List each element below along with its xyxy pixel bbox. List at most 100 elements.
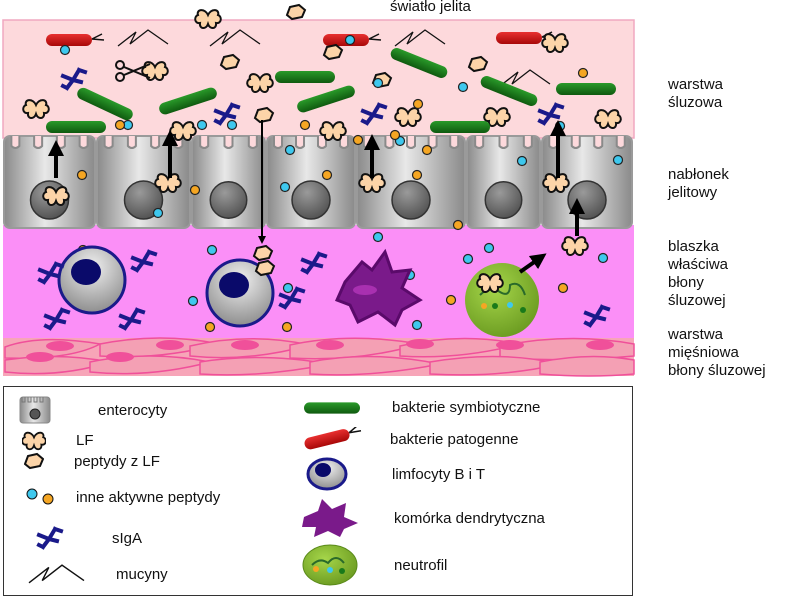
peptide-dot	[457, 81, 469, 93]
peptide-dot	[483, 242, 495, 254]
peptide-dot	[226, 119, 238, 131]
legend-item-lymphocytes: limfocyty B i T	[306, 457, 485, 491]
legend-label: bakterie symbiotyczne	[392, 399, 541, 416]
lf-peptide	[255, 260, 275, 276]
siga-icon	[37, 527, 63, 549]
legend: enterocyty LF peptydy z LF inne aktywne …	[3, 386, 633, 596]
peptide-dot	[284, 144, 296, 156]
symbiotic-bacteria-icon	[304, 401, 360, 414]
enterocyte	[266, 135, 356, 229]
peptide-dot	[344, 34, 356, 46]
peptide-dot	[411, 169, 423, 181]
peptide-dot	[152, 207, 164, 219]
symbiotic-bacterium	[556, 83, 616, 95]
peptide-dot	[76, 169, 88, 181]
peptide-dot	[187, 295, 199, 307]
enterocyte	[356, 135, 466, 229]
lymphocyte	[205, 258, 275, 328]
dendritic-cell-icon	[302, 499, 358, 537]
enterocyte	[96, 135, 191, 229]
enterocyte	[466, 135, 541, 229]
lactoferrin-icon	[22, 431, 46, 451]
mucin-icon	[28, 564, 85, 584]
legend-item-dendritic-cell: komórka dendrytyczna	[300, 497, 545, 539]
lf-peptide	[286, 4, 306, 20]
lf-peptide	[468, 56, 488, 72]
peptide-dot	[279, 181, 291, 193]
legend-item-symbiotic-bacteria: bakterie symbiotyczne	[304, 399, 540, 416]
legend-item-lf-peptides: peptydy z LF	[24, 451, 160, 471]
peptide-dot	[516, 155, 528, 167]
peptide-dot	[372, 77, 384, 89]
legend-item-mucins: mucyny	[22, 563, 168, 585]
muscle-layer	[3, 337, 635, 377]
neutrophil	[465, 263, 539, 337]
peptide-dot	[557, 282, 569, 294]
legend-label: enterocyty	[98, 401, 168, 419]
lymphocyte-icon	[306, 457, 348, 491]
peptide-dot	[389, 129, 401, 141]
peptide-dot	[189, 184, 201, 196]
enterocyte-icon	[19, 396, 51, 424]
peptide-dot	[597, 252, 609, 264]
transport-arrows	[48, 120, 585, 274]
peptide-dot	[352, 134, 364, 146]
legend-label: komórka dendrytyczna	[394, 509, 545, 527]
dendritic-cell	[334, 248, 423, 328]
peptide-dot	[577, 67, 589, 79]
legend-label: limfocyty B i T	[392, 465, 486, 483]
peptide-dot	[206, 244, 218, 256]
label-mucus-layer: warstwa śluzowa	[668, 76, 724, 111]
lumen-title: światło jelita	[390, 0, 471, 15]
peptide-dot	[612, 154, 624, 166]
symbiotic-bacterium	[275, 71, 335, 83]
symbiotic-bacterium	[46, 121, 106, 133]
label-muscle-layer: warstwa mięśniowa błony śluzowej	[668, 326, 766, 379]
peptide-dot	[372, 231, 384, 243]
legend-item-active-peptides: inne aktywne peptydy	[22, 487, 220, 507]
lymphocyte	[57, 245, 127, 315]
peptide-dot	[421, 144, 433, 156]
lf-peptide	[323, 44, 343, 60]
peptide-dot	[196, 119, 208, 131]
peptide-dot	[452, 219, 464, 231]
label-epithelium: nabłonek jelitowy	[668, 166, 729, 201]
lamina-contents	[38, 173, 610, 337]
peptide-dot	[445, 294, 457, 306]
enterocyte	[3, 135, 96, 229]
lf-peptide-icon	[24, 453, 44, 469]
legend-label: inne aktywne peptydy	[76, 488, 221, 506]
pathogenic-bacteria-icon	[302, 427, 364, 451]
symbiotic-bacterium	[430, 121, 490, 133]
scissors-icon	[115, 60, 151, 82]
legend-label: peptydy z LF	[74, 452, 160, 470]
lf-peptide	[254, 107, 274, 123]
neutrophil-icon	[302, 544, 358, 586]
peptide-dot	[59, 44, 71, 56]
mucus-contents	[22, 29, 622, 142]
active-peptides-icon	[26, 488, 54, 505]
peptide-dot	[462, 253, 474, 265]
peptide-dot	[204, 321, 216, 333]
lf-peptide	[253, 245, 273, 261]
legend-label: mucyny	[116, 565, 168, 583]
legend-item-enterocytes: enterocyty	[18, 395, 167, 425]
label-lamina-propria: blaszka właściwa błony śluzowej	[668, 238, 729, 309]
peptide-dot	[299, 119, 311, 131]
legend-label: bakterie patogenne	[390, 430, 519, 448]
legend-item-neutrophil: neutrofil	[300, 543, 447, 587]
legend-label: sIgA	[112, 529, 143, 547]
legend-label: LF	[76, 431, 94, 449]
enterocyte	[191, 135, 266, 229]
lactoferrin	[194, 9, 222, 30]
enterocytes	[3, 135, 633, 229]
peptide-dot	[281, 321, 293, 333]
legend-item-siga: sIgA	[36, 525, 142, 551]
peptide-dot	[114, 119, 126, 131]
peptide-dot	[411, 319, 423, 331]
peptide-dot	[412, 98, 424, 110]
legend-item-lf: LF	[22, 429, 94, 451]
peptide-dot	[282, 282, 294, 294]
legend-item-pathogenic-bacteria: bakterie patogenne	[302, 427, 518, 451]
intestine-diagram	[2, 4, 635, 377]
